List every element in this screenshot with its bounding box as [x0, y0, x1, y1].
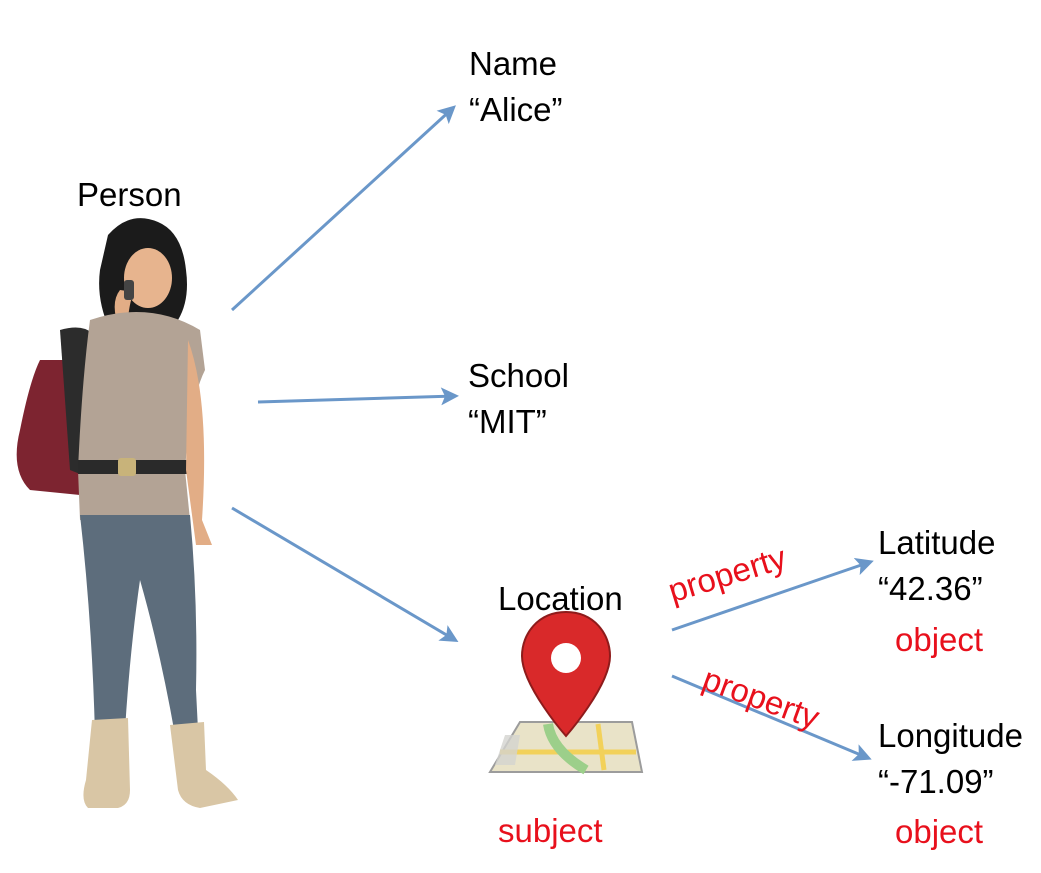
school-value: “MIT”	[468, 403, 547, 440]
name-key: Name	[469, 45, 558, 82]
edge-location-latitude	[671, 558, 874, 632]
location-label: Location	[498, 580, 623, 617]
latitude-object-label: object	[895, 621, 984, 658]
edge-person-school	[257, 387, 459, 406]
longitude-key: Longitude	[878, 717, 1023, 754]
latitude-key: Latitude	[878, 524, 996, 561]
person-label: Person	[77, 176, 182, 213]
school-key: School	[468, 357, 569, 394]
edge-location-longitude	[671, 674, 872, 761]
name-value: “Alice”	[469, 91, 563, 128]
longitude-value: “-71.09”	[878, 763, 994, 800]
subject-label: subject	[498, 812, 603, 849]
latitude-value: “42.36”	[878, 570, 983, 607]
edge-person-name	[230, 105, 456, 312]
longitude-object-label: object	[895, 813, 984, 850]
edge-person-location	[231, 506, 459, 643]
person-image	[16, 218, 238, 808]
map-pin-icon	[488, 610, 644, 775]
